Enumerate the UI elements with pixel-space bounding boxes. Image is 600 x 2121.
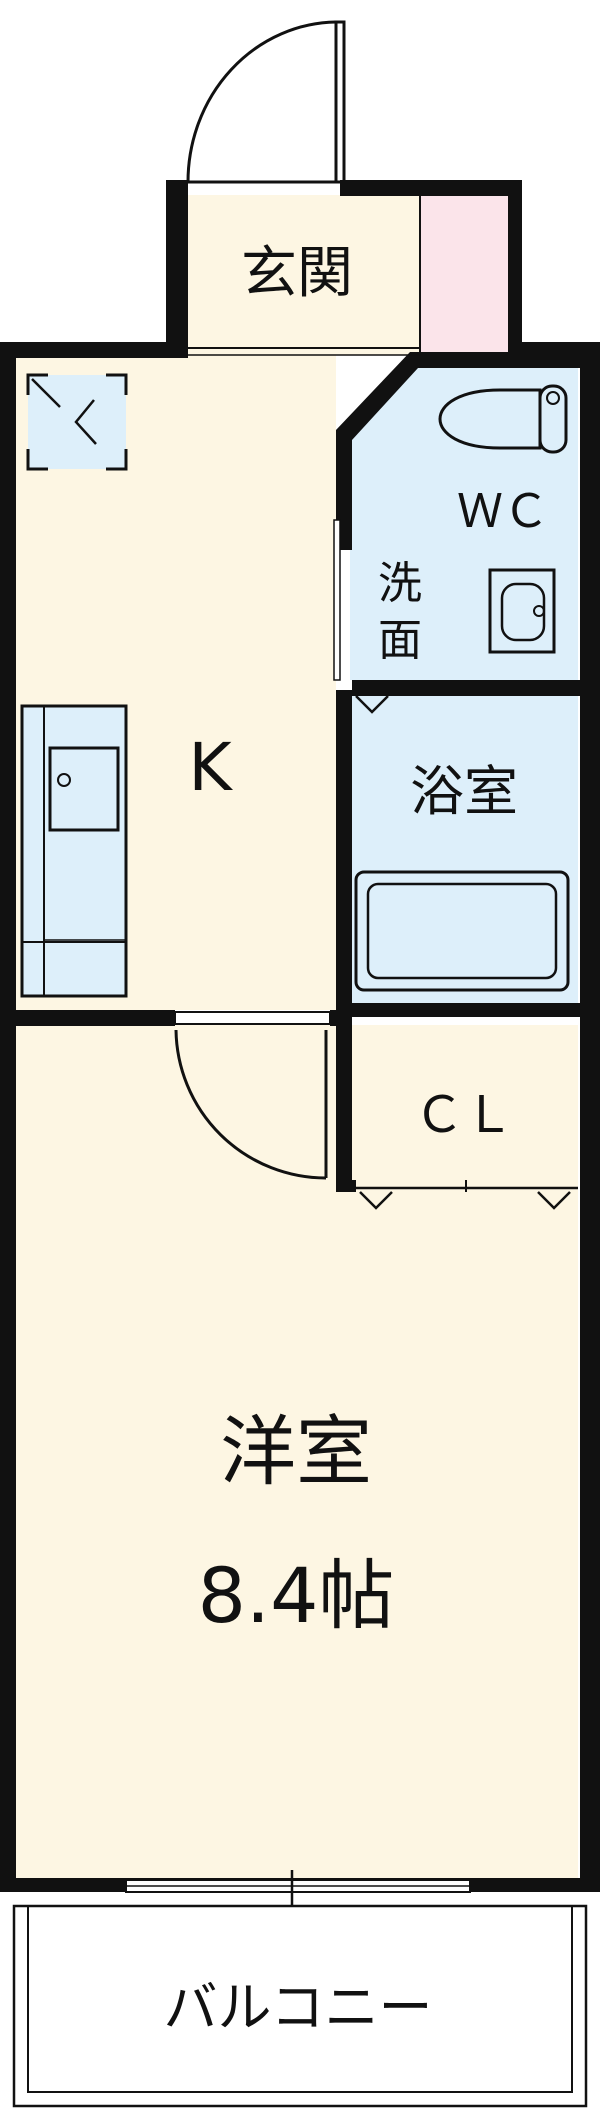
washroom-label-line2: 面 [378, 615, 422, 666]
bathtub-icon [354, 870, 570, 992]
balcony [12, 1904, 588, 2108]
washroom-door [333, 519, 510, 714]
walls [0, 180, 600, 1892]
western-room-floor-extra [14, 1025, 578, 1880]
toilet-label: ＷＣ [457, 484, 549, 538]
kitchen-counter [20, 704, 128, 998]
closet-label: ＣＬ [414, 1086, 514, 1144]
washroom-label-line1: 洗 [378, 558, 422, 609]
bathroom-label: 浴室 [410, 760, 518, 823]
western-room-label: 洋室 [220, 1407, 372, 1496]
wash-basin-icon [488, 568, 556, 654]
balcony-label: バルコニー [164, 1976, 433, 2039]
ventilation-icon [26, 373, 128, 471]
room-door [174, 1011, 331, 1180]
entrance-pink-area [420, 195, 508, 355]
entrance-label: 玄関 [241, 241, 353, 306]
western-room-size: 8.4帖 [198, 1551, 395, 1640]
entrance-floor [180, 195, 420, 355]
balcony-window [125, 1870, 471, 1906]
closet-doors [354, 1180, 578, 1210]
kitchen-label: K [188, 729, 233, 806]
toilet-icon [438, 384, 568, 454]
entrance-door [186, 20, 346, 184]
